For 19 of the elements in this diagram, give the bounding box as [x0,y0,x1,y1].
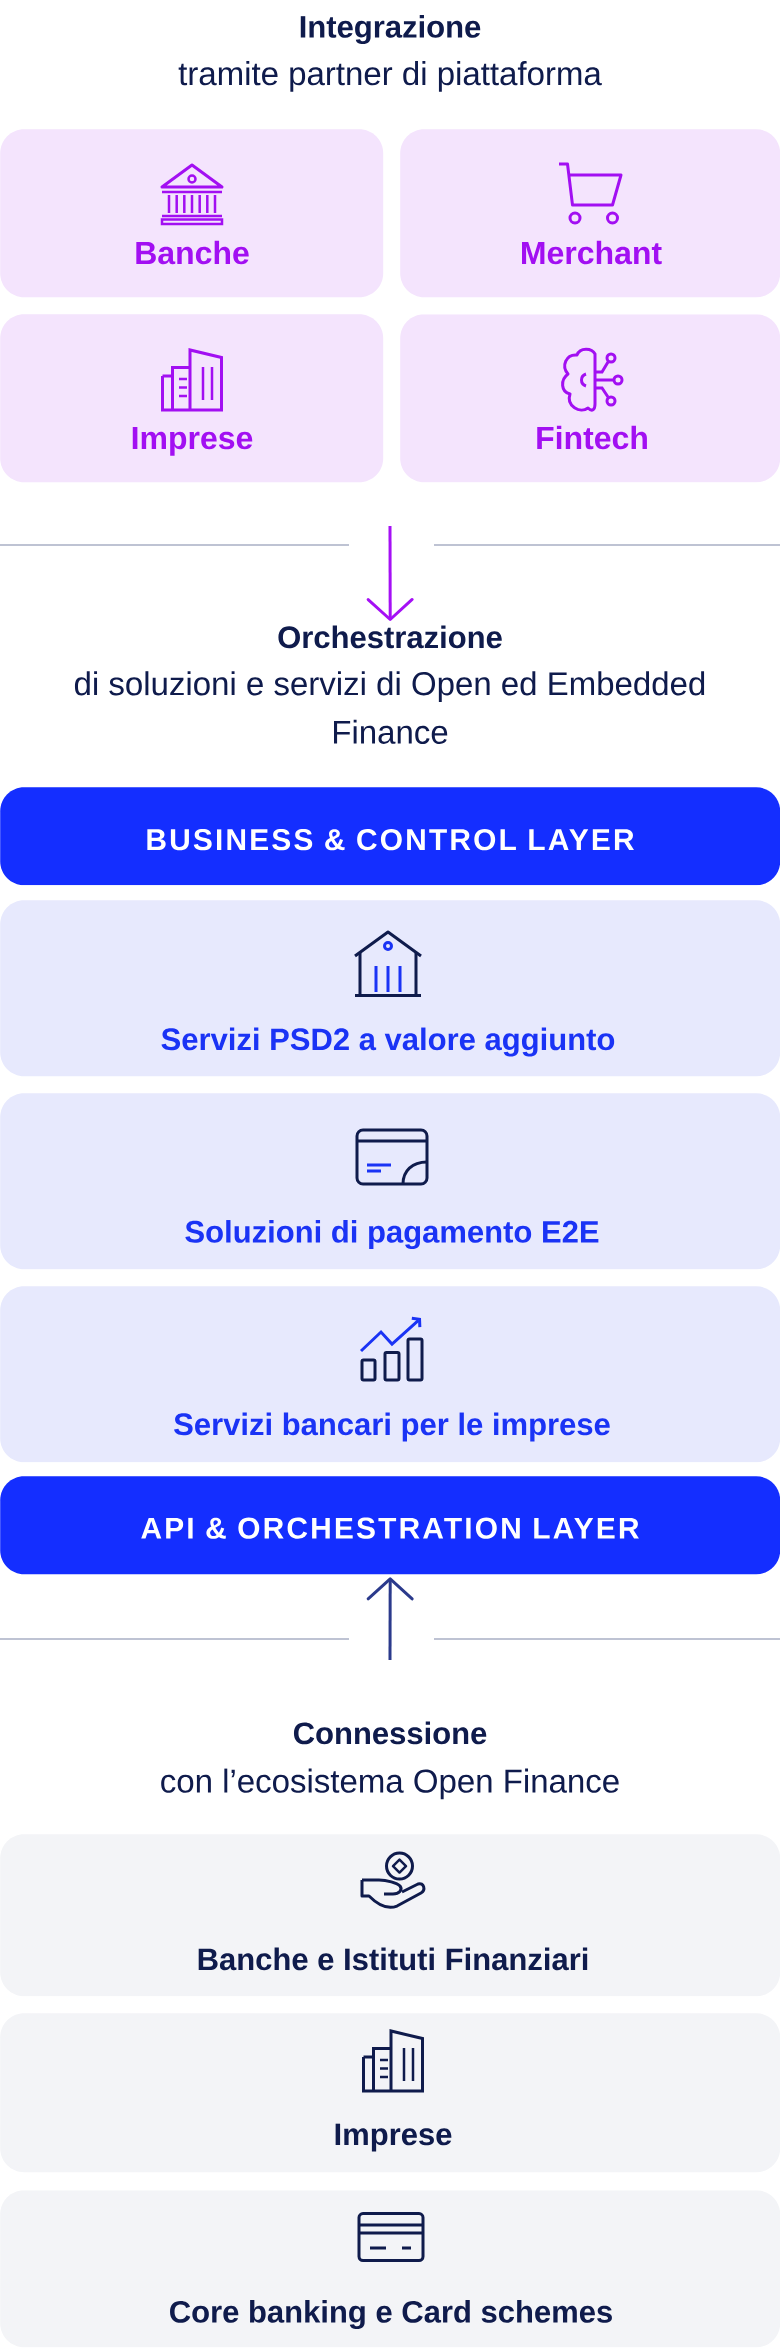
category-card: Imprese [0,2013,780,2173]
layer-bar: API & ORCHESTRATION LAYER [0,1476,780,1575]
section-heading: Integrazione [300,15,481,45]
section-subtitle: di soluzioni e servizi di Open ed Embedded Finance [74,671,705,744]
section-subtitle: con l’ecosistema Open Finance [161,1768,619,1800]
section-heading: Orchestrazione [278,625,502,649]
category-card: Imprese [0,314,384,483]
category-card: Core banking e Card schemes [0,2190,780,2348]
category-card: Banche [0,129,384,298]
category-card: Servizi PSD2 a valore aggiunto [0,900,780,1077]
section-subtitle: tramite partner di piattaforma [178,61,602,92]
layer-bar: BUSINESS & CONTROL LAYER [0,787,780,886]
section-heading: Connessione [293,1721,487,1745]
category-card: Fintech [400,314,780,483]
arrow [366,526,414,621]
category-card: Banche e Istituti Finanziari [0,1834,780,1997]
category-card: Servizi bancari per le imprese [0,1286,780,1463]
category-card: Merchant [400,129,780,298]
category-card: Soluzioni di pagamento E2E [0,1093,780,1270]
